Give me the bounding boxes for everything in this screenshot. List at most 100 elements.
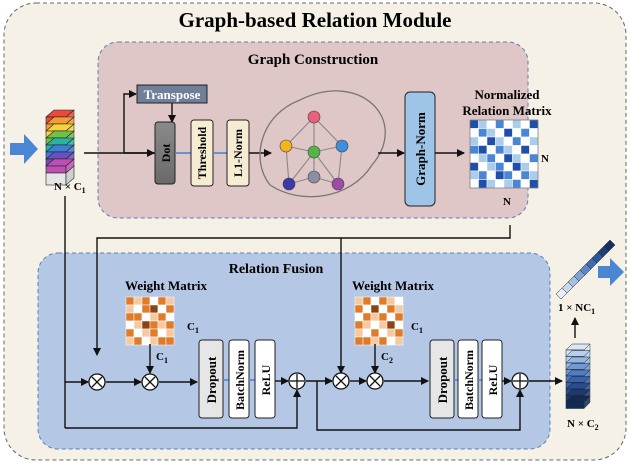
weight-matrix-cell xyxy=(378,304,388,314)
l1norm-label: L1-Norm xyxy=(231,129,245,177)
relation-matrix-cell xyxy=(486,153,496,163)
transpose-block xyxy=(136,84,208,104)
weight-matrix-2-title: Weight Matrix xyxy=(352,278,434,293)
input-feature-stack xyxy=(45,109,75,186)
weight-matrix-cell xyxy=(133,328,143,338)
weight-matrix-cell xyxy=(157,296,167,306)
relation-matrix-cell xyxy=(495,136,505,146)
weight-matrix-cell xyxy=(165,320,175,330)
relation-matrix-cell xyxy=(469,153,479,163)
relation-matrix-cell xyxy=(469,179,479,189)
graph-node xyxy=(282,177,296,191)
output-stack-label: N × C2 xyxy=(567,418,599,432)
weight-matrix-cell xyxy=(141,320,151,330)
relation-matrix-cell xyxy=(486,136,496,146)
relation-matrix-cell xyxy=(520,128,530,138)
weight-matrix-cell xyxy=(354,336,364,346)
relation-matrix-cell xyxy=(529,145,539,155)
weight-matrix-cell xyxy=(378,312,388,322)
weight-matrix-cell xyxy=(149,328,159,338)
weight-matrix-2-side-label: C1 xyxy=(411,321,423,335)
relation-matrix-cell xyxy=(503,119,513,129)
relu-label-2: ReLU xyxy=(486,364,500,395)
relu-block-1 xyxy=(254,339,276,419)
weight-matrix-cell xyxy=(370,328,380,338)
relation-matrix-cell xyxy=(486,128,496,138)
connector-line xyxy=(93,225,511,356)
relation-matrix-cell xyxy=(512,119,522,129)
relation-matrix-cell xyxy=(520,145,530,155)
weight-matrix-cell xyxy=(125,328,135,338)
relation-matrix-cell xyxy=(486,170,496,180)
relation-matrix-cell xyxy=(512,128,522,138)
relation-matrix-cell xyxy=(478,179,488,189)
dropout-label-2: Dropout xyxy=(435,356,450,403)
dropout-block-1 xyxy=(198,339,224,419)
relation-matrix-cell xyxy=(486,145,496,155)
multiply-icon-stroke xyxy=(369,375,381,387)
relation-matrix-cell xyxy=(529,153,539,163)
relation-matrix-cell xyxy=(469,119,479,129)
relation-matrix-cell xyxy=(495,128,505,138)
module-title: Graph-based Relation Module xyxy=(178,8,451,32)
weight-matrix-cell xyxy=(362,296,372,306)
weight-matrix-cell xyxy=(370,336,380,346)
relation-matrix-cell xyxy=(503,145,513,155)
normalized-relation-matrix xyxy=(469,119,539,189)
relation-matrix-cell xyxy=(529,162,539,172)
weight-matrix-cell xyxy=(386,304,396,314)
relation-matrix-cell xyxy=(478,153,488,163)
weight-matrix-cell xyxy=(354,296,364,306)
relation-matrix-cell xyxy=(529,136,539,146)
connector-line xyxy=(123,90,137,153)
relation-matrix-cell xyxy=(512,153,522,163)
relation-matrix-cell xyxy=(529,179,539,189)
weight-matrix-cell xyxy=(125,296,135,306)
weight-matrix-cell xyxy=(125,304,135,314)
weight-matrix-cell xyxy=(157,328,167,338)
matrix-title-line1: Normalized xyxy=(475,87,541,102)
weight-matrix-cell xyxy=(394,328,404,338)
relation-matrix-cell xyxy=(495,119,505,129)
graph-norm-block xyxy=(404,91,436,207)
graph-node xyxy=(307,170,321,184)
weight-matrix-cell xyxy=(370,304,380,314)
input-slice-side xyxy=(65,165,75,186)
weight-matrix-cell xyxy=(165,304,175,314)
connector-line xyxy=(65,389,301,429)
weight-matrix-cell xyxy=(354,312,364,322)
weight-matrix-cell xyxy=(394,312,404,322)
weight-matrix-cell xyxy=(133,336,143,346)
weight-matrix-cell xyxy=(386,296,396,306)
operator-nodes xyxy=(88,372,529,391)
weight-matrix-1 xyxy=(125,296,175,346)
weight-matrix-cell xyxy=(386,336,396,346)
threshold-label: Threshold xyxy=(195,126,209,179)
dot-label: Dot xyxy=(159,144,173,163)
weight-matrix-1-title: Weight Matrix xyxy=(125,278,207,293)
weight-matrix-cell xyxy=(165,336,175,346)
graph-edge xyxy=(313,116,343,147)
relation-matrix-cell xyxy=(486,179,496,189)
relation-matrix-cell xyxy=(478,145,488,155)
weight-matrix-cell xyxy=(133,312,143,322)
connector-line xyxy=(316,381,524,431)
weight-matrix-cell xyxy=(362,320,372,330)
weight-matrix-cell xyxy=(362,312,372,322)
relation-matrix-cell xyxy=(495,153,505,163)
weight-matrix-cell xyxy=(157,304,167,314)
weight-matrix-cell xyxy=(125,320,135,330)
relation-matrix-cell xyxy=(503,162,513,172)
input-arrow-icon xyxy=(10,134,38,164)
batchnorm-label-1: BatchNorm xyxy=(233,350,247,410)
graph-hull-curve xyxy=(259,90,386,198)
graph-node xyxy=(307,110,321,124)
relation-matrix-cell xyxy=(520,162,530,172)
weight-matrix-cell xyxy=(133,320,143,330)
input-slice xyxy=(45,165,67,174)
input-label: N × C1 xyxy=(54,181,86,195)
graph-node xyxy=(279,139,293,153)
relation-matrix-cell xyxy=(495,162,505,172)
transpose-label: Transpose xyxy=(144,87,201,102)
weight-matrix-cell xyxy=(386,320,396,330)
